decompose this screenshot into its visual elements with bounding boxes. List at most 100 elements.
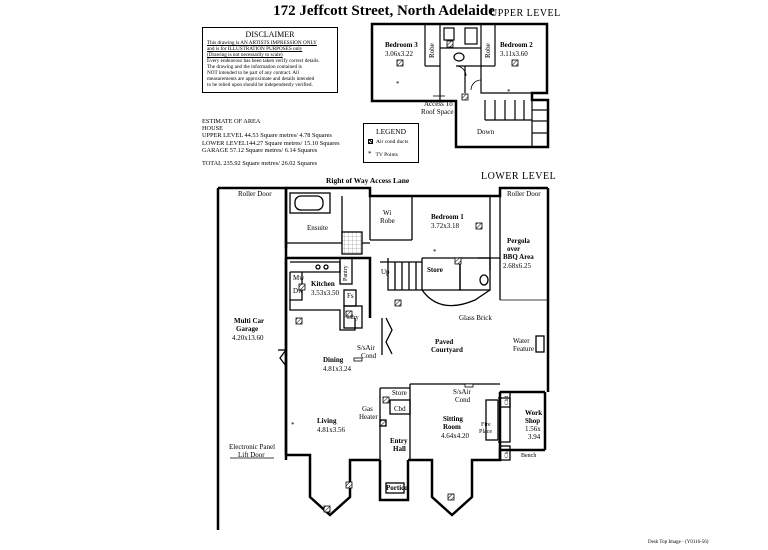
roller-door-label: Roller Door xyxy=(507,190,541,198)
area-upper: UPPER LEVEL 44.53 Square metres/ 4.78 Sq… xyxy=(202,132,332,140)
area-garage: GARAGE 57.12 Square metres/ 6.14 Squares xyxy=(202,146,318,154)
footer-image-id: Desk Top Image - (Y0116-56) xyxy=(648,540,709,545)
disclaimer-line: This drawing is AN ARTISTS IMPRESSION ON… xyxy=(207,40,317,46)
area-lower: LOWER LEVEL144.27 Square metres/ 15.10 S… xyxy=(202,139,340,147)
living-size: 4.81x3.56 xyxy=(317,426,345,434)
disclaimer-line: NOT intended to be part of any contract.… xyxy=(207,70,299,76)
air-duct-icon xyxy=(368,139,373,145)
tv-point-icon: * xyxy=(396,80,400,88)
disclaimer-line: to be relied upon should be independentl… xyxy=(207,82,313,88)
wi-label: Wi xyxy=(383,209,392,217)
disclaimer-line: and is for ILLUSTRATION PURPOSES only xyxy=(207,46,303,52)
water-feature-label: Feature xyxy=(513,345,534,353)
lower-level-plan xyxy=(216,186,550,530)
entry-hall-label: Hall xyxy=(393,445,406,453)
workshop-label: Shop xyxy=(525,417,541,425)
legend-title: LEGEND xyxy=(376,127,406,136)
area-heading: ESTIMATE OF AREA xyxy=(202,118,261,125)
disclaimer-line: measurements are approximate and details… xyxy=(207,76,315,82)
cupboard-label: Cbd xyxy=(394,405,406,413)
down-label: Down xyxy=(477,128,495,136)
ensuite-label: Ensuite xyxy=(307,224,328,232)
robe-label: Robe xyxy=(428,43,436,58)
legend-box: LEGEND Air cond ducts *TV Points xyxy=(363,123,419,163)
pergola-size: 2.68x6.25 xyxy=(503,262,531,270)
ss-air-cond-label: S/sAir xyxy=(357,344,375,352)
fs-label: Fs xyxy=(347,292,354,300)
glass-brick-label: Glass Brick xyxy=(459,314,492,322)
water-feature-label: Water xyxy=(513,337,530,345)
mw-label: Mw xyxy=(293,274,305,282)
ss-air-cond-label: Cond xyxy=(361,352,377,360)
sitting-room-label: Sitting xyxy=(443,415,463,423)
disclaimer-box: DISCLAIMER This drawing is AN ARTISTS IM… xyxy=(202,27,338,93)
garage-size: 4.20x13.60 xyxy=(232,334,264,342)
tv-point-icon: * xyxy=(291,421,295,429)
wi-robe-label: Robe xyxy=(380,217,395,225)
ss-air-cond-label: S/sAir xyxy=(453,388,471,396)
workshop-size: 1.56x xyxy=(525,425,541,433)
store-label: Store xyxy=(427,266,443,274)
disclaimer-line: Every endeavour has been taken verify co… xyxy=(207,58,320,64)
garage-label: Multi Car xyxy=(234,317,265,325)
sitting-room-label: Room xyxy=(443,423,461,431)
up-label: Up xyxy=(381,268,390,276)
paved-courtyard-label: Courtyard xyxy=(431,346,463,354)
access-label: Access To xyxy=(424,100,453,108)
pergola-label: Pergola xyxy=(507,237,530,245)
legend-tv-row: *TV Points xyxy=(368,150,398,158)
bedroom3-size: 3.06x3.22 xyxy=(385,50,413,58)
gas-heater-label: Heater xyxy=(359,413,378,421)
disclaimer-title: DISCLAIMER xyxy=(245,30,295,39)
disclaimer-line: (Drawing is not necessarily to scale) xyxy=(207,52,283,58)
dining-label: Dining xyxy=(323,356,344,364)
area-estimate: ESTIMATE OF AREA HOUSE UPPER LEVEL 44.53… xyxy=(202,118,340,167)
bench-label: Bench xyxy=(521,453,537,459)
living-label: Living xyxy=(317,417,337,425)
bedroom1-label: Bedroom 1 xyxy=(431,213,464,221)
workshop-size: 3.94 xyxy=(528,433,541,441)
sitting-room-size: 4.64x4.20 xyxy=(441,432,469,440)
cupboard-label: Cbd xyxy=(504,448,510,458)
kitchen-size: 3.53x3.50 xyxy=(311,289,339,297)
fireplace-label: Fire xyxy=(481,422,491,428)
bedroom3-label: Bedroom 3 xyxy=(385,41,418,49)
roller-door-label: Roller Door xyxy=(238,190,272,198)
bedroom1-size: 3.72x3.18 xyxy=(431,222,459,230)
pergola-label: over xyxy=(507,245,521,253)
roof-space-label: Roof Space xyxy=(421,108,454,116)
bedroom2-size: 3.11x3.60 xyxy=(500,50,528,58)
right-of-way-label: Right of Way Access Lane xyxy=(326,176,410,185)
pantry-label: Pantry xyxy=(343,265,349,281)
upper-level-plan xyxy=(370,22,550,149)
paved-courtyard-label: Paved xyxy=(435,338,454,346)
cupboard-label: Cbd xyxy=(504,395,510,405)
robe-label: Robe xyxy=(484,43,492,58)
fireplace-label: Place xyxy=(479,429,492,435)
garage-label: Garage xyxy=(236,325,259,333)
electronic-panel-label: Electronic Panel xyxy=(229,443,276,451)
store2-label: Store xyxy=(392,389,407,397)
dining-size: 4.81x3.24 xyxy=(323,365,351,373)
bedroom2-label: Bedroom 2 xyxy=(500,41,533,49)
dw-label: Dw xyxy=(293,287,304,295)
disclaimer-line: The drawing and the information containe… xyxy=(207,64,302,70)
laundry-label: Ldry xyxy=(347,315,359,321)
ss-air-cond-label: Cond xyxy=(455,396,471,404)
lower-level-label: LOWER LEVEL xyxy=(481,171,557,182)
kitchen-label: Kitchen xyxy=(311,280,335,288)
upper-level-label: UPPER LEVEL xyxy=(490,8,561,19)
pergola-label: BBQ Area xyxy=(503,253,534,261)
tv-point-icon: * xyxy=(507,88,511,96)
legend-air-row: Air cond ducts xyxy=(368,139,408,145)
entry-hall-label: Entry xyxy=(390,437,408,445)
page-title: 172 Jeffcott Street, North Adelaide xyxy=(273,3,495,19)
tv-point-icon: * xyxy=(368,150,372,158)
lift-door-label: Lift Door xyxy=(238,451,265,459)
tv-point-icon: * xyxy=(433,248,437,256)
workshop-label: Work xyxy=(525,409,543,417)
gas-heater-label: Gas xyxy=(362,405,373,413)
area-total: TOTAL 235.92 Square metres/ 26.02 Square… xyxy=(202,160,318,168)
area-sub: HOUSE xyxy=(202,125,223,133)
